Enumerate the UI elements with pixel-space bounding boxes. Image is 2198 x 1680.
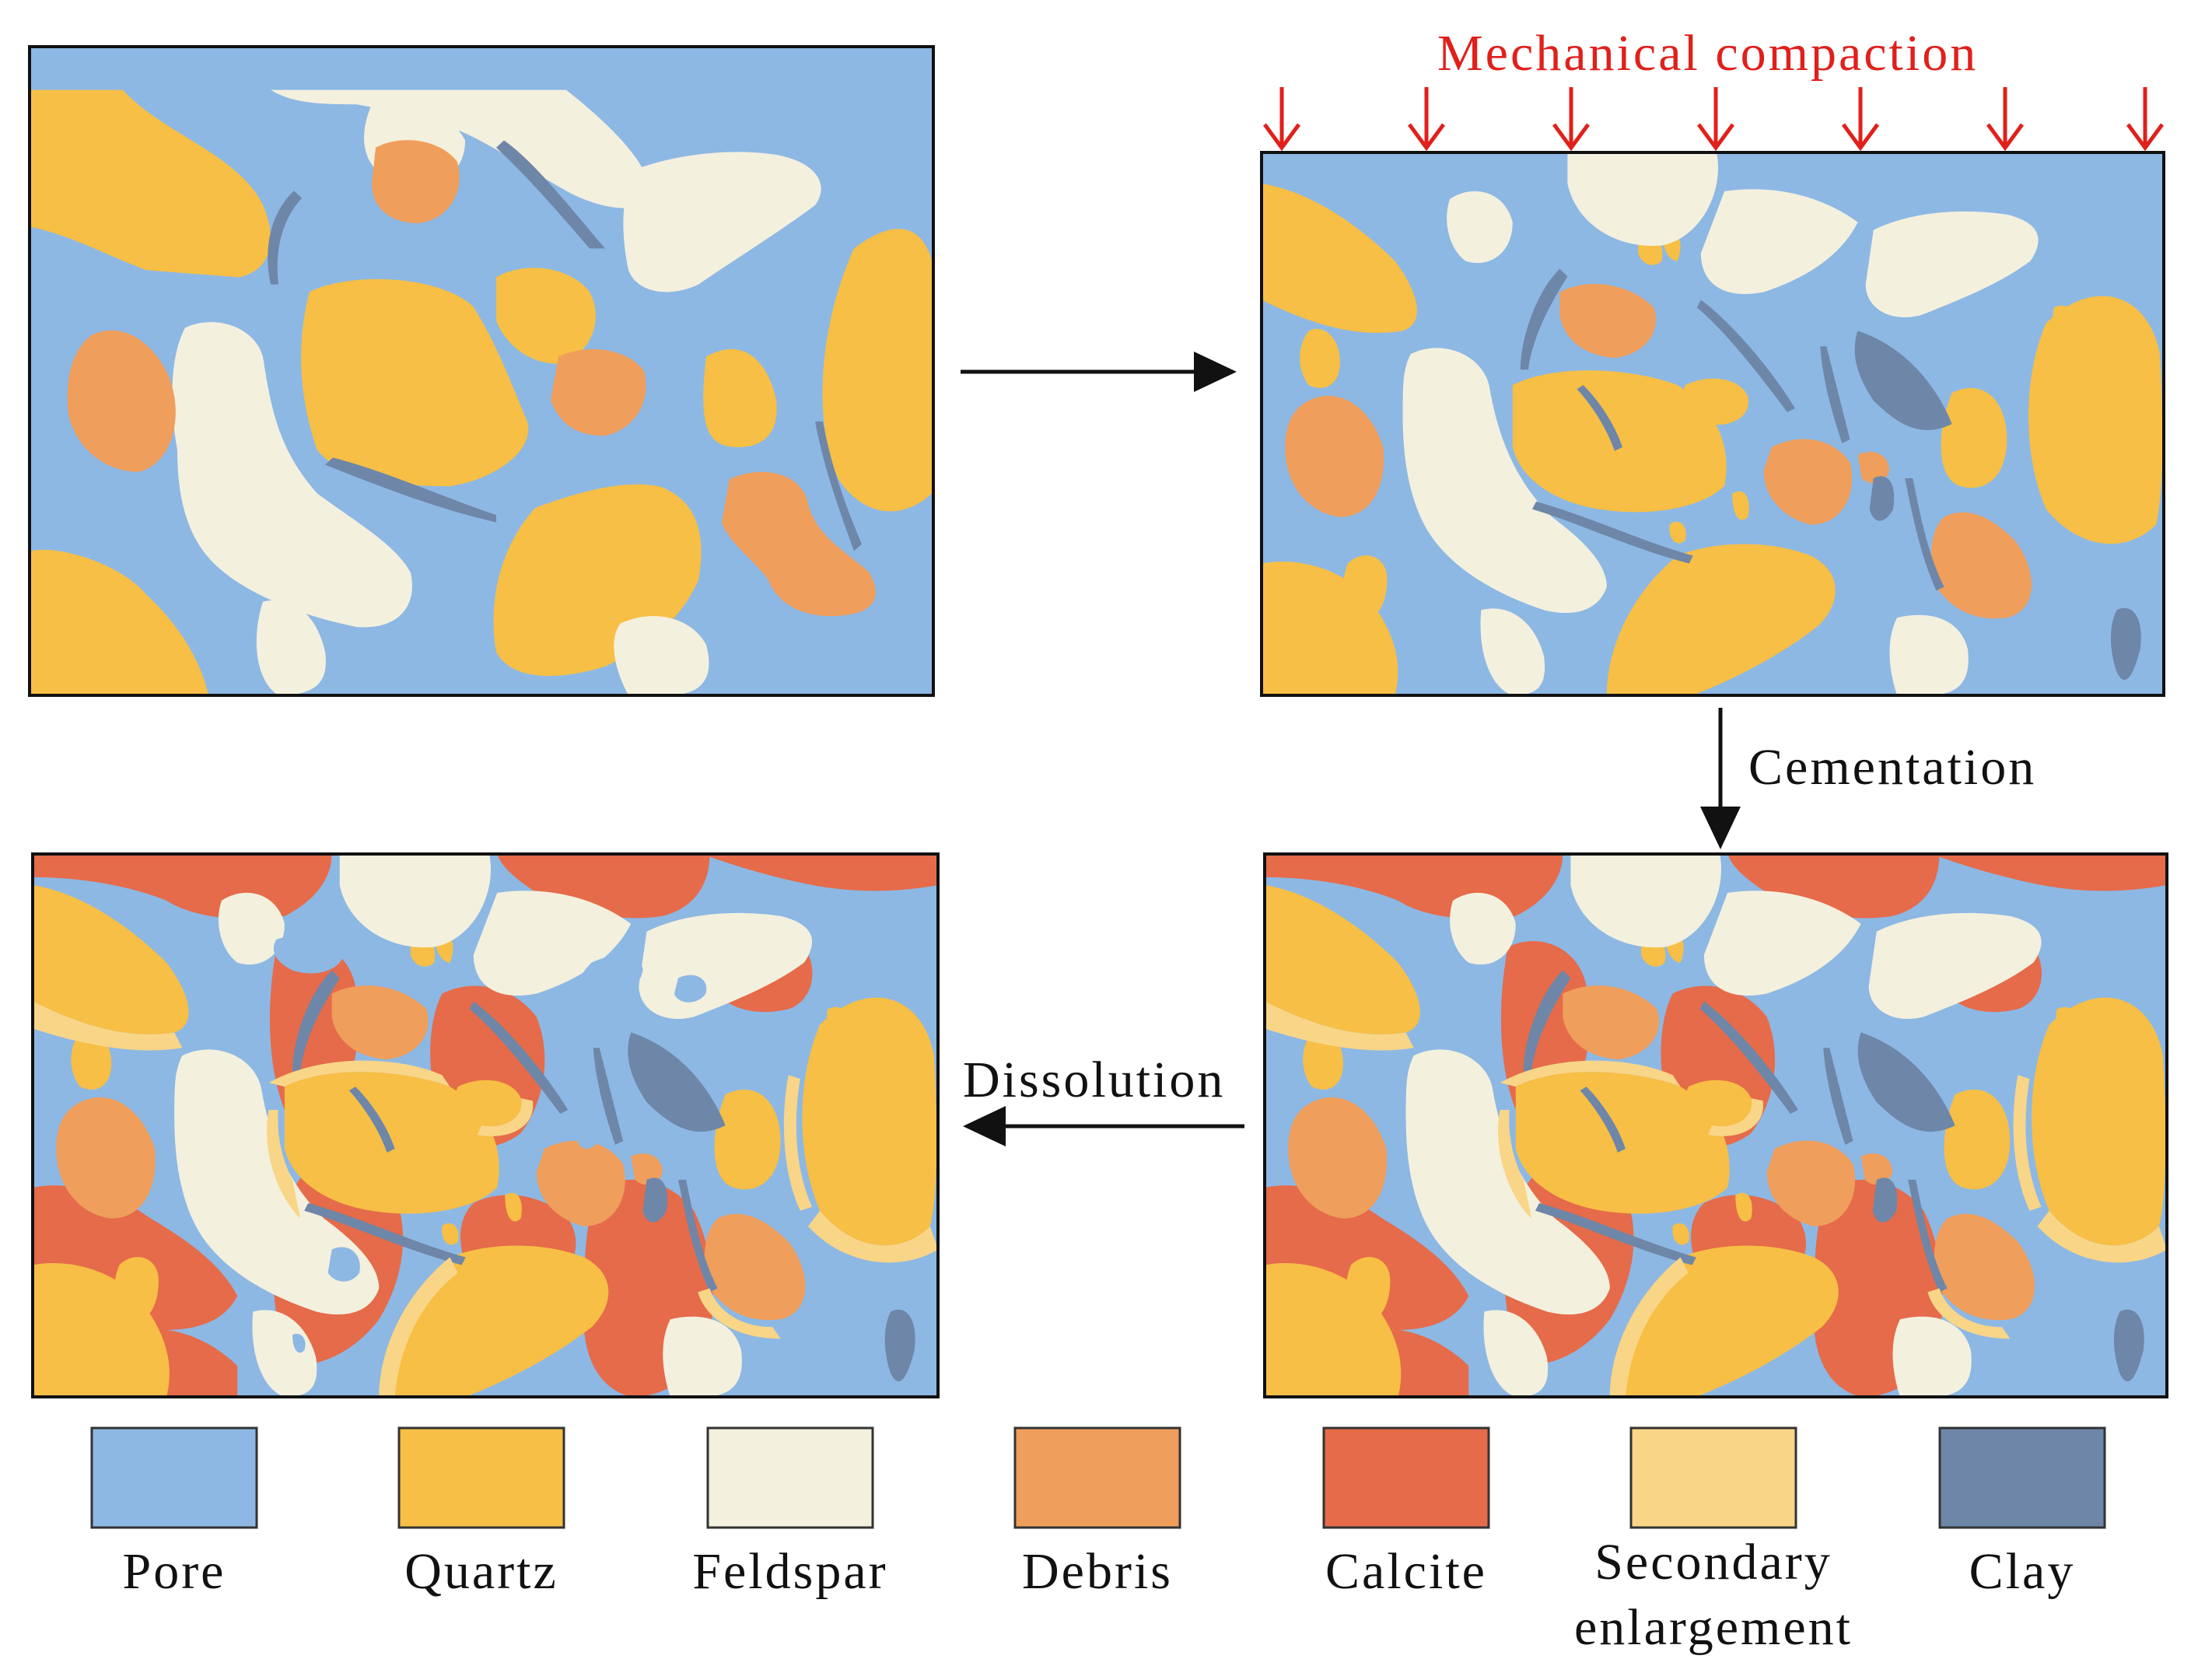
- cementation-label: Cementation: [1748, 739, 2036, 796]
- legend-label: Quartz: [404, 1543, 558, 1600]
- legend-item-calcite: Calcite: [1322, 1426, 1490, 1600]
- legend-label: Calcite: [1325, 1543, 1487, 1600]
- arrow-cementation: [1700, 708, 1741, 849]
- legend-label: enlargement: [1574, 1599, 1853, 1656]
- legend-item-quartz: Quartz: [397, 1426, 565, 1600]
- legend-swatch: [1938, 1426, 2106, 1529]
- legend-swatch: [706, 1426, 874, 1529]
- compaction-arrow: [1262, 87, 1301, 152]
- panel-cemented: [1263, 852, 2168, 1398]
- legend-item-secondary-enlargement: Secondary enlargement: [1574, 1426, 1853, 1656]
- legend-label: Pore: [123, 1543, 226, 1600]
- dissolution-label: Dissolution: [963, 1052, 1225, 1108]
- legend-swatch: [90, 1426, 258, 1529]
- compaction-arrow: [2126, 87, 2165, 152]
- legend: Pore Quartz Feldspar Debris Calcite Secondary…: [90, 1426, 2106, 1656]
- legend-item-clay: Clay: [1938, 1426, 2106, 1600]
- compaction-arrow: [1986, 87, 2025, 152]
- arrow-to-compaction: [961, 352, 1237, 392]
- legend-label: Secondary: [1594, 1534, 1832, 1591]
- panel-original: [28, 45, 935, 697]
- legend-label: Clay: [1969, 1543, 2076, 1600]
- panel-dissolved: [31, 852, 940, 1398]
- compaction-arrow: [1696, 87, 1735, 152]
- legend-item-feldspar: Feldspar: [692, 1426, 887, 1600]
- compaction-arrow: [1407, 87, 1446, 152]
- panel-compacted: [1260, 151, 2165, 697]
- legend-swatch: [1013, 1426, 1181, 1529]
- arrow-dissolution: [963, 1106, 1244, 1146]
- legend-label: Debris: [1022, 1543, 1173, 1600]
- compaction-arrows: [1262, 87, 2165, 152]
- legend-label: Feldspar: [692, 1543, 887, 1600]
- legend-item-pore: Pore: [90, 1426, 258, 1600]
- legend-item-debris: Debris: [1013, 1426, 1181, 1600]
- compaction-arrow: [1552, 87, 1591, 152]
- compaction-arrow: [1841, 87, 1880, 152]
- legend-swatch: [1322, 1426, 1490, 1529]
- legend-swatch: [1629, 1426, 1797, 1529]
- legend-swatch: [397, 1426, 565, 1529]
- mechanical-compaction-label: Mechanical compaction: [1437, 25, 1978, 82]
